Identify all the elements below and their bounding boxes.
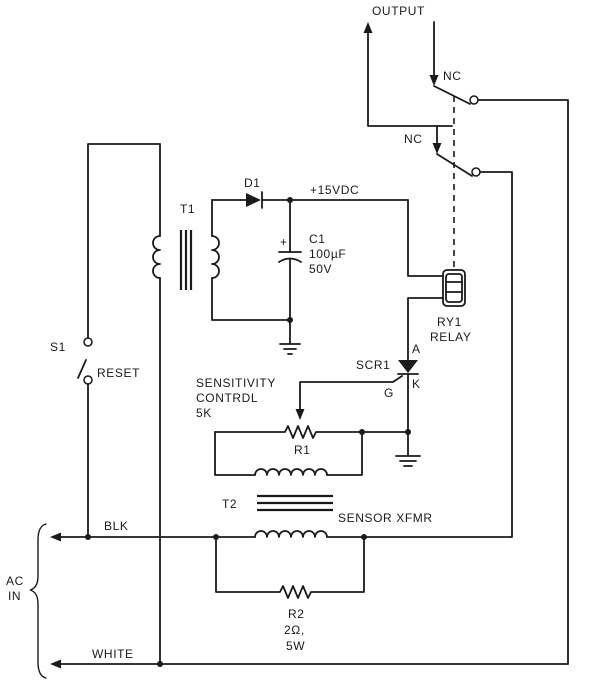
ry1-name-label: RY1 bbox=[437, 315, 462, 329]
blk-label: BLK bbox=[104, 519, 128, 533]
t1-label: T1 bbox=[180, 202, 195, 216]
relay-contact-mid bbox=[363, 125, 513, 538]
scr1-thyristor bbox=[299, 331, 419, 457]
c1-value-label: 100µF bbox=[309, 247, 346, 261]
d1-label: D1 bbox=[244, 176, 261, 190]
r1-label: R1 bbox=[294, 443, 311, 457]
sensor-xfmr-label: SENSOR XFMR bbox=[338, 511, 433, 525]
diode-d1 bbox=[211, 191, 409, 209]
r2-power-label: 5W bbox=[286, 639, 305, 653]
sensitivity-label-1: SENSITIVITY bbox=[196, 376, 276, 390]
relay-contact-top bbox=[433, 85, 569, 665]
cathode-label: K bbox=[412, 377, 421, 391]
relay-coil bbox=[407, 199, 466, 333]
ac-label-1: AC bbox=[6, 574, 24, 588]
white-label: WHITE bbox=[92, 647, 134, 661]
s1-label: S1 bbox=[50, 340, 66, 354]
t2-label: T2 bbox=[222, 497, 237, 511]
ac-input-brace bbox=[29, 523, 47, 679]
ry1-desc-label: RELAY bbox=[430, 330, 471, 344]
nc-mid-label: NC bbox=[404, 132, 423, 146]
junction-dots bbox=[287, 197, 293, 323]
ac-label-2: IN bbox=[8, 589, 21, 603]
sensor-transformer-t2 bbox=[254, 494, 333, 538]
nc-top-label: NC bbox=[443, 69, 462, 83]
vdc-label: +15VDC bbox=[310, 183, 359, 197]
c1-plus-label: + bbox=[280, 235, 288, 249]
white-line bbox=[50, 659, 569, 669]
sensitivity-label-2: CONTRDL bbox=[196, 391, 258, 405]
reset-switch-s1 bbox=[77, 143, 161, 538]
sensitivity-label-3: 5K bbox=[196, 406, 212, 420]
output-terminals bbox=[363, 21, 453, 127]
c1-voltage-label: 50V bbox=[309, 262, 332, 276]
output-label: OUTPUT bbox=[372, 4, 425, 18]
ground-scr bbox=[395, 455, 421, 467]
transformer-t1 bbox=[152, 143, 291, 665]
anode-label: A bbox=[412, 342, 421, 356]
c1-name-label: C1 bbox=[309, 232, 326, 246]
gate-label: G bbox=[384, 386, 394, 400]
reset-label: RESET bbox=[97, 366, 140, 380]
scr1-label: SCR1 bbox=[356, 358, 390, 372]
potentiometer-r1 bbox=[214, 409, 411, 476]
ground-c1 bbox=[279, 343, 301, 355]
r2-value-label: 2Ω, bbox=[284, 623, 305, 637]
resistor-r2 bbox=[215, 536, 365, 599]
blk-line bbox=[50, 532, 367, 542]
capacitor-c1 bbox=[278, 199, 302, 345]
r2-name-label: R2 bbox=[288, 607, 305, 621]
